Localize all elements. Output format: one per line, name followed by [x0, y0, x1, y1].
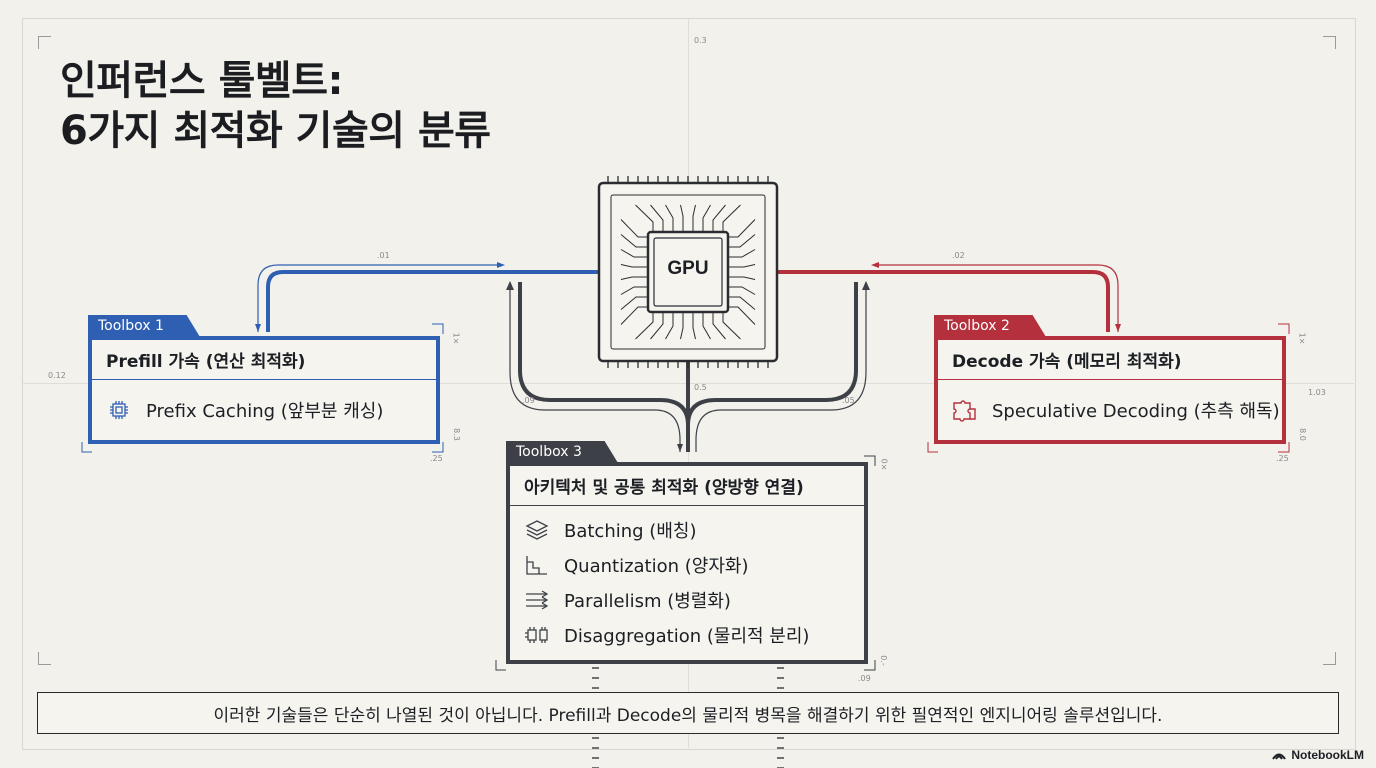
gpu-label: GPU	[667, 258, 709, 279]
brand: NotebookLM	[1272, 748, 1364, 762]
layers-icon	[524, 518, 550, 542]
wire-mid-left-label: .09	[522, 396, 535, 405]
wire-left-label: .01	[377, 251, 390, 260]
brand-label: NotebookLM	[1291, 748, 1364, 762]
toolbox3-item-label: Parallelism (병렬화)	[564, 590, 731, 612]
box2-annotation-c: .25	[1276, 454, 1289, 463]
wire-mid-right-label: .05	[842, 396, 855, 405]
wire-toolbox1	[255, 262, 600, 332]
toolbox1-item-label: Prefix Caching (앞부분 캐싱)	[146, 401, 384, 422]
box3-annotation-b: 0.-	[878, 655, 888, 666]
footer-caption: 이러한 기술들은 단순히 나열된 것이 아닙니다. Prefill과 Decod…	[37, 692, 1339, 734]
box2-annotation-b: 8.0	[1297, 428, 1307, 441]
page-title: 인퍼런스 툴벨트: 6가지 최적화 기술의 분류	[60, 56, 491, 156]
crop-mark	[1323, 652, 1336, 665]
box3-annotation-a: 0×	[879, 458, 889, 471]
title-line-2: 6가지 최적화 기술의 분류	[60, 108, 491, 154]
toolbox2-header: Decode 가속 (메모리 최적화)	[938, 340, 1282, 380]
gpu-chip	[592, 176, 784, 768]
toolbox3-panel: 아키텍처 및 공통 최적화 (양방향 연결) Batching (배칭) Qua…	[506, 462, 868, 664]
notebooklm-logo-icon	[1272, 753, 1287, 760]
annotation-top: 0.3	[694, 36, 707, 45]
toolbox3-item-label: Quantization (양자화)	[564, 555, 749, 577]
box1-annotation-b: 8.3	[451, 428, 461, 441]
toolbox3-item-label: Batching (배칭)	[564, 520, 697, 542]
toolbox3-item-label: Disaggregation (물리적 분리)	[564, 625, 810, 647]
title-line-1: 인퍼런스 툴벨트:	[60, 58, 344, 104]
toolbox1-item: Prefix Caching (앞부분 캐싱)	[92, 380, 436, 440]
toolbox2-panel: Decode 가속 (메모리 최적화) Speculative Decoding…	[934, 336, 1286, 444]
wire-center-label: 0.5	[694, 383, 707, 392]
chip-icon	[106, 398, 132, 422]
annotation-left: 0.12	[48, 371, 66, 380]
step-icon	[524, 553, 550, 577]
toolbox3-item: Parallelism (병렬화)	[510, 582, 864, 617]
puzzle-icon	[952, 398, 978, 422]
toolbox3-tab: Toolbox 3	[506, 441, 618, 463]
wire-toolbox2	[776, 262, 1121, 332]
crop-mark	[1323, 36, 1336, 49]
crop-mark	[38, 652, 51, 665]
toolbox3-item: Quantization (양자화)	[510, 547, 864, 582]
crop-mark	[38, 36, 51, 49]
toolbox1-tab: Toolbox 1	[88, 315, 200, 337]
toolbox2-item: Speculative Decoding (추측 해독)	[938, 380, 1282, 440]
canvas-frame	[22, 18, 1356, 750]
annotation-right: 1.03	[1308, 388, 1326, 397]
toolbox3-list: Batching (배칭) Quantization (양자화) Paralle…	[510, 506, 864, 652]
toolbox3-item: Batching (배칭)	[510, 512, 864, 547]
wire-right-label: .02	[952, 251, 965, 260]
toolbox3-header: 아키텍처 및 공통 최적화 (양방향 연결)	[510, 466, 864, 506]
toolbox1-header: Prefill 가속 (연산 최적화)	[92, 340, 436, 380]
parallel-arrows-icon	[524, 588, 550, 612]
toolbox1-panel: Prefill 가속 (연산 최적화) Prefix Caching (앞부분 …	[88, 336, 440, 444]
wire-toolbox3	[506, 281, 870, 452]
box1-annotation-c: .25	[430, 454, 443, 463]
split-chip-icon	[524, 623, 550, 647]
box2-annotation-a: 1×	[1297, 332, 1307, 345]
toolbox2-item-label: Speculative Decoding (추측 해독)	[992, 401, 1280, 422]
toolbox3-item: Disaggregation (물리적 분리)	[510, 617, 864, 652]
box1-annotation-a: 1×	[451, 332, 461, 345]
toolbox2-tab: Toolbox 2	[934, 315, 1046, 337]
box-offset-outlines	[81, 323, 1290, 671]
box3-annotation-c: .09	[858, 674, 871, 683]
